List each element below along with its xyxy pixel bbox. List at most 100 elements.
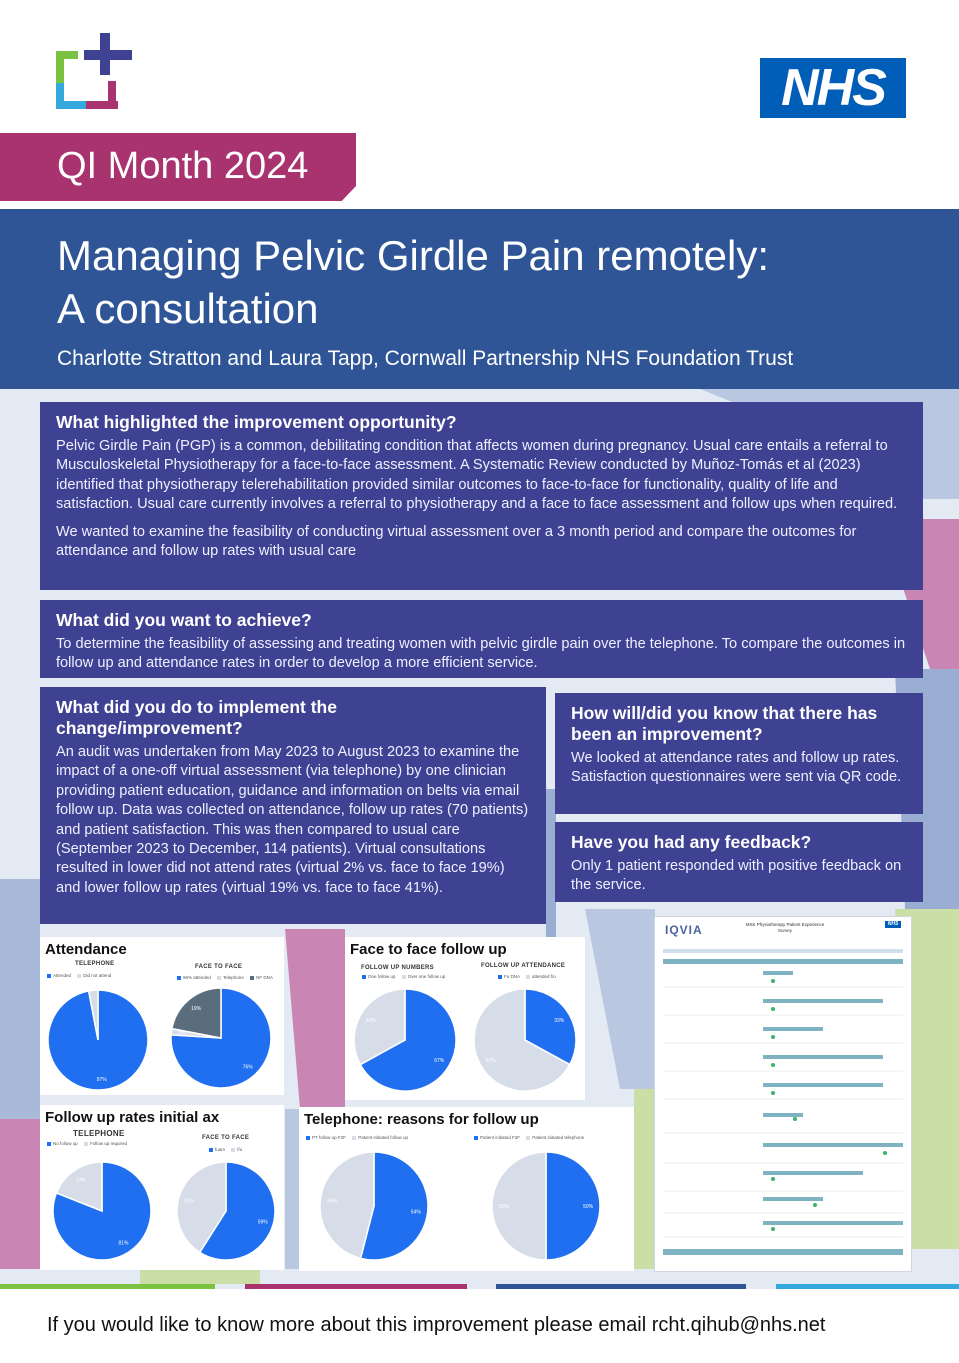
qi-plus-logo — [56, 33, 132, 109]
legend-entry: fuam — [215, 1147, 226, 1152]
pie-slice-f-u — [176, 1161, 227, 1254]
pie-data-label: 50% — [583, 1204, 594, 1210]
legend-entry: NF DNA — [256, 975, 273, 980]
pie-data-label: 46% — [327, 1199, 338, 1205]
pie-slice-fu-dna — [524, 988, 577, 1066]
pie-data-label: 76% — [243, 1064, 254, 1070]
achieve-text: To determine the feasibility of assessin… — [56, 636, 906, 672]
achieve-section: What did you want to achieve? To determi… — [40, 600, 923, 678]
legend-entry: PT follow up F2F — [312, 1135, 346, 1140]
footer: If you would like to know more about thi… — [0, 1289, 959, 1363]
fu-telephone-pie: 81% 19% — [52, 1161, 152, 1261]
know-heading: How will/did you know that there has bee… — [571, 703, 878, 744]
attendance-left-subtitle: TELEPHONE — [75, 961, 115, 967]
poster-title: Managing Pelvic Girdle Pain remotely: A … — [57, 229, 917, 335]
pie-slice-did-not-attend — [87, 989, 99, 1041]
telephone-right-legend: Patient initiated F2F Patient initiated … — [469, 1135, 584, 1140]
legend-entry: f/u — [237, 1147, 243, 1152]
implement-section: What did you do to implement the change/… — [40, 687, 546, 924]
opportunity-text-2: We wanted to examine the feasibility of … — [56, 523, 857, 560]
f2f-right-subtitle: FOLLOW UP ATTENDANCE — [481, 963, 566, 969]
feedback-section: Have you had any feedback? Only 1 patien… — [555, 822, 923, 902]
pie-slice-follow-up-required — [55, 1161, 103, 1213]
f2f-right-legend: Fu DNA attended f/u — [493, 974, 556, 979]
attendance-f2f-pie: 76% 2% 19% — [170, 987, 272, 1089]
pie-data-label: 67% — [434, 1058, 445, 1064]
banner-text: QI Month 2024 — [57, 145, 309, 187]
f2f-left-legend: One follow up Over one follow up — [357, 974, 445, 979]
pie-data-label: 33% — [554, 1018, 565, 1024]
attendance-right-legend: 96% attended Telephone NF DNA — [172, 975, 273, 980]
authors: Charlotte Stratton and Laura Tapp, Cornw… — [57, 347, 794, 370]
pie-slice-patient-initiated-telephone — [491, 1151, 547, 1261]
telephone-title: Telephone: reasons for follow up — [304, 1111, 539, 1128]
legend-entry: Over one follow up — [407, 974, 446, 979]
attendance-title: Attendance — [45, 941, 127, 958]
fu-right-subtitle: FACE TO FACE — [202, 1135, 250, 1141]
pie-data-label: 67% — [486, 1058, 497, 1064]
legend-entry: Attended — [53, 973, 72, 978]
f2f-follow-up-chart-card: Face to face follow up FOLLOW UP NUMBERS… — [345, 937, 585, 1100]
legend-entry: Follow up required — [90, 1141, 128, 1146]
pie-data-label: 19% — [191, 1006, 202, 1012]
telephone-left-legend: PT follow up F2F Patient initiated follo… — [301, 1135, 408, 1140]
f2f-left-subtitle: FOLLOW UP NUMBERS — [361, 965, 434, 971]
feedback-heading: Have you had any feedback? — [571, 832, 812, 852]
pie-data-label: 81% — [118, 1241, 129, 1247]
f2f-attendance-pie: 33% 67% — [473, 988, 577, 1092]
feedback-text: Only 1 patient responded with positive f… — [571, 858, 902, 894]
pie-data-label: 50% — [499, 1204, 510, 1210]
attendance-chart-card: Attendance TELEPHONE Attended Did not at… — [40, 937, 284, 1095]
pie-slice-fuam — [198, 1161, 276, 1261]
legend-entry: Patient initiated telephone — [532, 1135, 585, 1140]
fu-left-subtitle: TELEPHONE — [73, 1129, 125, 1138]
legend-entry: Did not attend — [83, 973, 112, 978]
implement-heading: What did you do to implement the change/… — [56, 697, 337, 738]
legend-entry: 96% attended — [183, 975, 211, 980]
pie-data-label: 59% — [258, 1220, 269, 1226]
pie-data-label: 2% — [179, 1031, 187, 1037]
title-line-1: Managing Pelvic Girdle Pain remotely: — [57, 232, 769, 279]
title-band: Managing Pelvic Girdle Pain remotely: A … — [0, 209, 959, 389]
pie-slice-over-one-follow-up — [353, 988, 406, 1066]
pie-slice-patient-initiated-f2f — [545, 1151, 601, 1261]
opportunity-heading: What highlighted the improvement opportu… — [56, 412, 457, 432]
opportunity-section: What highlighted the improvement opportu… — [40, 402, 923, 590]
footer-color-strip — [0, 1284, 959, 1289]
telephone-left-pie: 54% 46% — [319, 1151, 429, 1261]
pie-data-label: 33% — [366, 1018, 377, 1024]
legend-entry: Patient initiated follow up — [358, 1135, 408, 1140]
pie-slice-one-follow-up — [359, 988, 457, 1092]
fu-rates-title: Follow up rates initial ax — [45, 1109, 220, 1126]
f2f-follow-title: Face to face follow up — [350, 941, 507, 958]
f2f-numbers-pie: 67% 33% — [353, 988, 457, 1092]
attendance-right-subtitle: FACE TO FACE — [195, 964, 243, 970]
legend-entry: No follow up — [53, 1141, 78, 1146]
legend-entry: attended f/u — [532, 974, 556, 979]
opportunity-text-1: Pelvic Girdle Pain (PGP) is a common, de… — [56, 438, 898, 513]
pie-slice-pt-follow-up-f2f — [359, 1151, 429, 1261]
telephone-reasons-chart-card: Telephone: reasons for follow up PT foll… — [299, 1107, 634, 1271]
pie-data-label: 54% — [411, 1209, 422, 1215]
survey-nhs-logo: NHS — [885, 921, 901, 928]
iqvia-logo: IQVIA — [665, 923, 703, 937]
legend-entry: Patient initiated F2F — [480, 1135, 521, 1140]
survey-title: MSK Physiotherapy Patient Experience Sur… — [745, 922, 825, 933]
contact-text: If you would like to know more about thi… — [47, 1314, 826, 1336]
nhs-logo: NHS — [760, 58, 906, 118]
attendance-left-legend: Attended Did not attend — [42, 973, 111, 978]
know-section: How will/did you know that there has bee… — [555, 693, 923, 814]
survey-form-lines — [663, 949, 903, 1255]
survey-thumbnail: IQVIA MSK Physiotherapy Patient Experien… — [654, 916, 912, 1272]
qi-month-banner: QI Month 2024 — [0, 133, 356, 201]
know-text: We looked at attendance rates and follow… — [571, 750, 902, 786]
title-line-2: A consultation — [57, 285, 319, 332]
fu-left-legend: No follow up Follow up required — [42, 1141, 127, 1146]
pie-data-label: 41% — [184, 1198, 195, 1204]
pie-slice-no-follow-up — [52, 1161, 152, 1261]
pie-slice-attended-f-u — [473, 988, 571, 1092]
implement-text: An audit was undertaken from May 2023 to… — [56, 744, 529, 896]
pie-slice-nf-dna — [171, 987, 222, 1039]
pie-data-label: 19% — [76, 1177, 87, 1183]
achieve-heading: What did you want to achieve? — [56, 610, 312, 630]
